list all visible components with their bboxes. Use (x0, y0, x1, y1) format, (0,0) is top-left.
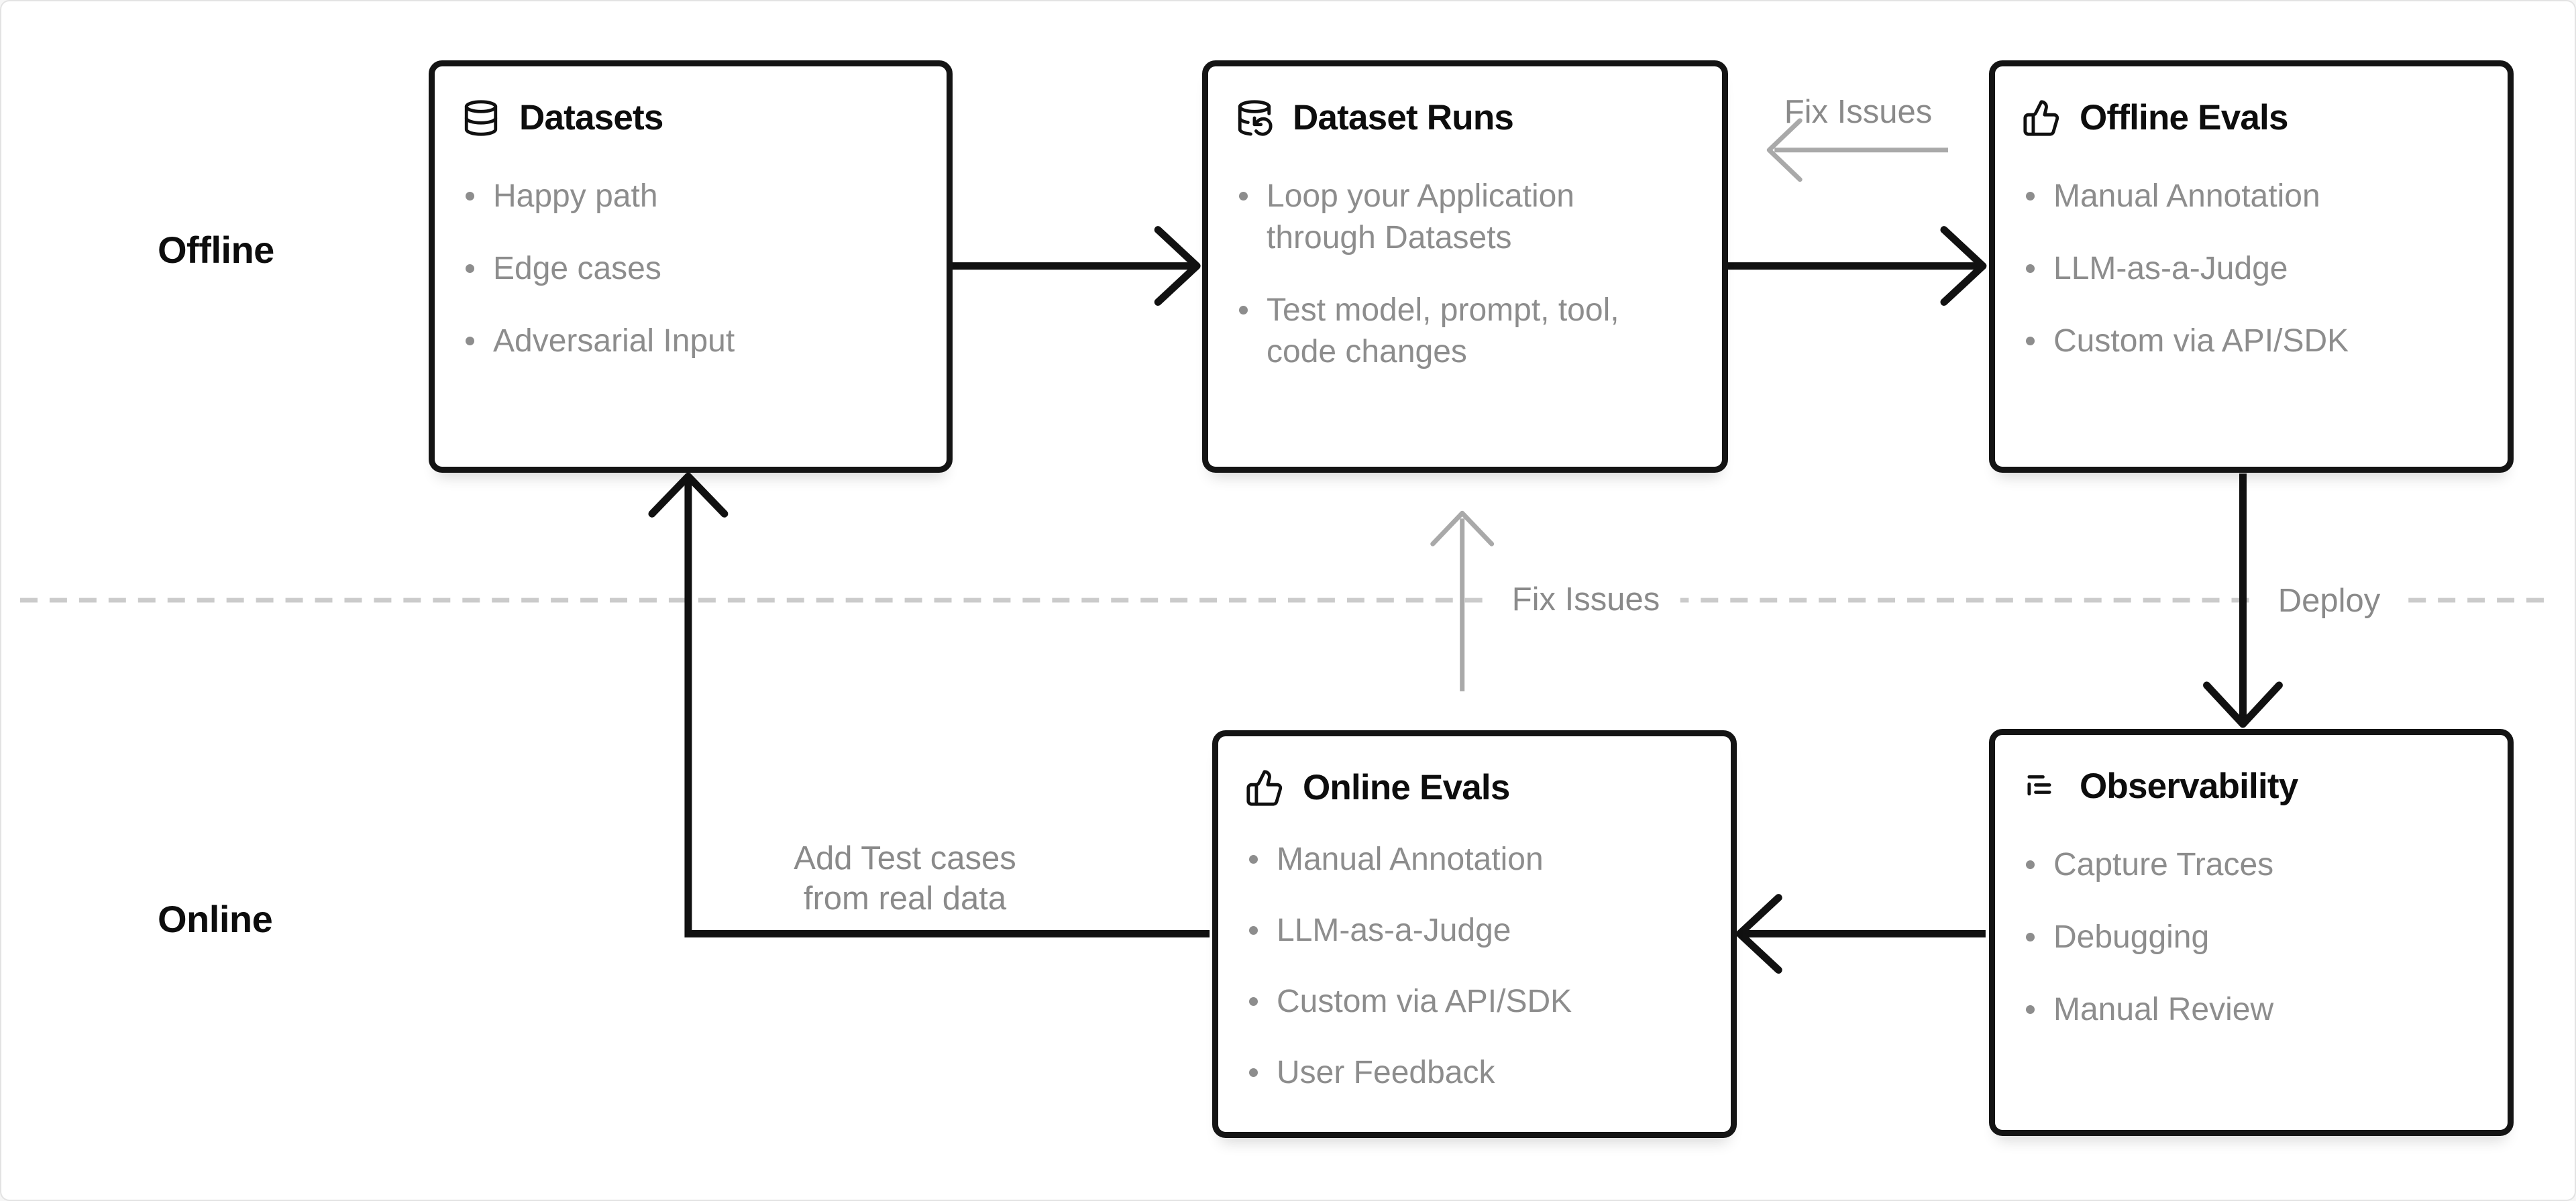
trace-list-icon (2022, 767, 2061, 806)
bullet-item: User Feedback (1249, 1052, 1704, 1094)
node-title: Datasets (519, 98, 663, 137)
node-title: Online Evals (1303, 768, 1510, 807)
fix-issues-middle-label: Fix Issues (1491, 577, 1680, 622)
thumbs-up-icon (2022, 99, 2061, 137)
bullet-item: Manual Review (2026, 989, 2481, 1031)
bullet-item: Manual Annotation (2026, 176, 2481, 217)
dataset-runs-node: Dataset Runs Loop your Application throu… (1202, 60, 1728, 473)
bullet-item: Manual Annotation (1249, 839, 1704, 880)
offline-lane-label: Offline (158, 229, 274, 271)
bullet-item: Adversarial Input (466, 321, 920, 362)
database-icon (462, 99, 500, 137)
deploy-label: Deploy (2257, 578, 2401, 624)
thumbs-up-icon (1245, 768, 1284, 807)
datasetruns-to-offlineevals-arrow (1725, 226, 1987, 306)
datasets-to-datasetruns-arrow (950, 226, 1201, 306)
fix-issues-top-arrow (1766, 118, 1948, 182)
add-test-cases-label: Add Test cases from real data (794, 840, 1016, 917)
deploy-arrow (2203, 473, 2283, 728)
bullet-item: LLM-as-a-Judge (2026, 248, 2481, 290)
bullet-item: Debugging (2026, 917, 2481, 958)
bullet-item: LLM-as-a-Judge (1249, 910, 1704, 952)
bullet-item: Custom via API/SDK (1249, 981, 1704, 1023)
bullet-item: Happy path (466, 176, 920, 217)
observability-node: Observability Capture Traces Debugging M… (1989, 729, 2514, 1136)
fix-issues-middle-arrow (1430, 510, 1495, 691)
bullet-item: Test model, prompt, tool, code changes (1239, 290, 1695, 373)
bullet-item: Custom via API/SDK (2026, 321, 2481, 362)
datasets-node: Datasets Happy path Edge cases Adversari… (429, 60, 953, 473)
node-title: Observability (2080, 766, 2298, 806)
database-refresh-icon (1235, 99, 1274, 137)
add-test-cases-arrow (648, 472, 1210, 938)
fix-issues-top-label: Fix Issues (1784, 94, 1933, 130)
bullet-item: Capture Traces (2026, 844, 2481, 886)
node-title: Offline Evals (2080, 98, 2288, 137)
node-title: Dataset Runs (1293, 98, 1514, 137)
online-lane-label: Online (158, 898, 273, 940)
observability-to-onlineevals-arrow (1735, 894, 1986, 974)
bullet-item: Loop your Application through Datasets (1239, 176, 1695, 259)
offline-evals-node: Offline Evals Manual Annotation LLM-as-a… (1989, 60, 2514, 473)
online-evals-node: Online Evals Manual Annotation LLM-as-a-… (1212, 730, 1737, 1138)
bullet-item: Edge cases (466, 248, 920, 290)
